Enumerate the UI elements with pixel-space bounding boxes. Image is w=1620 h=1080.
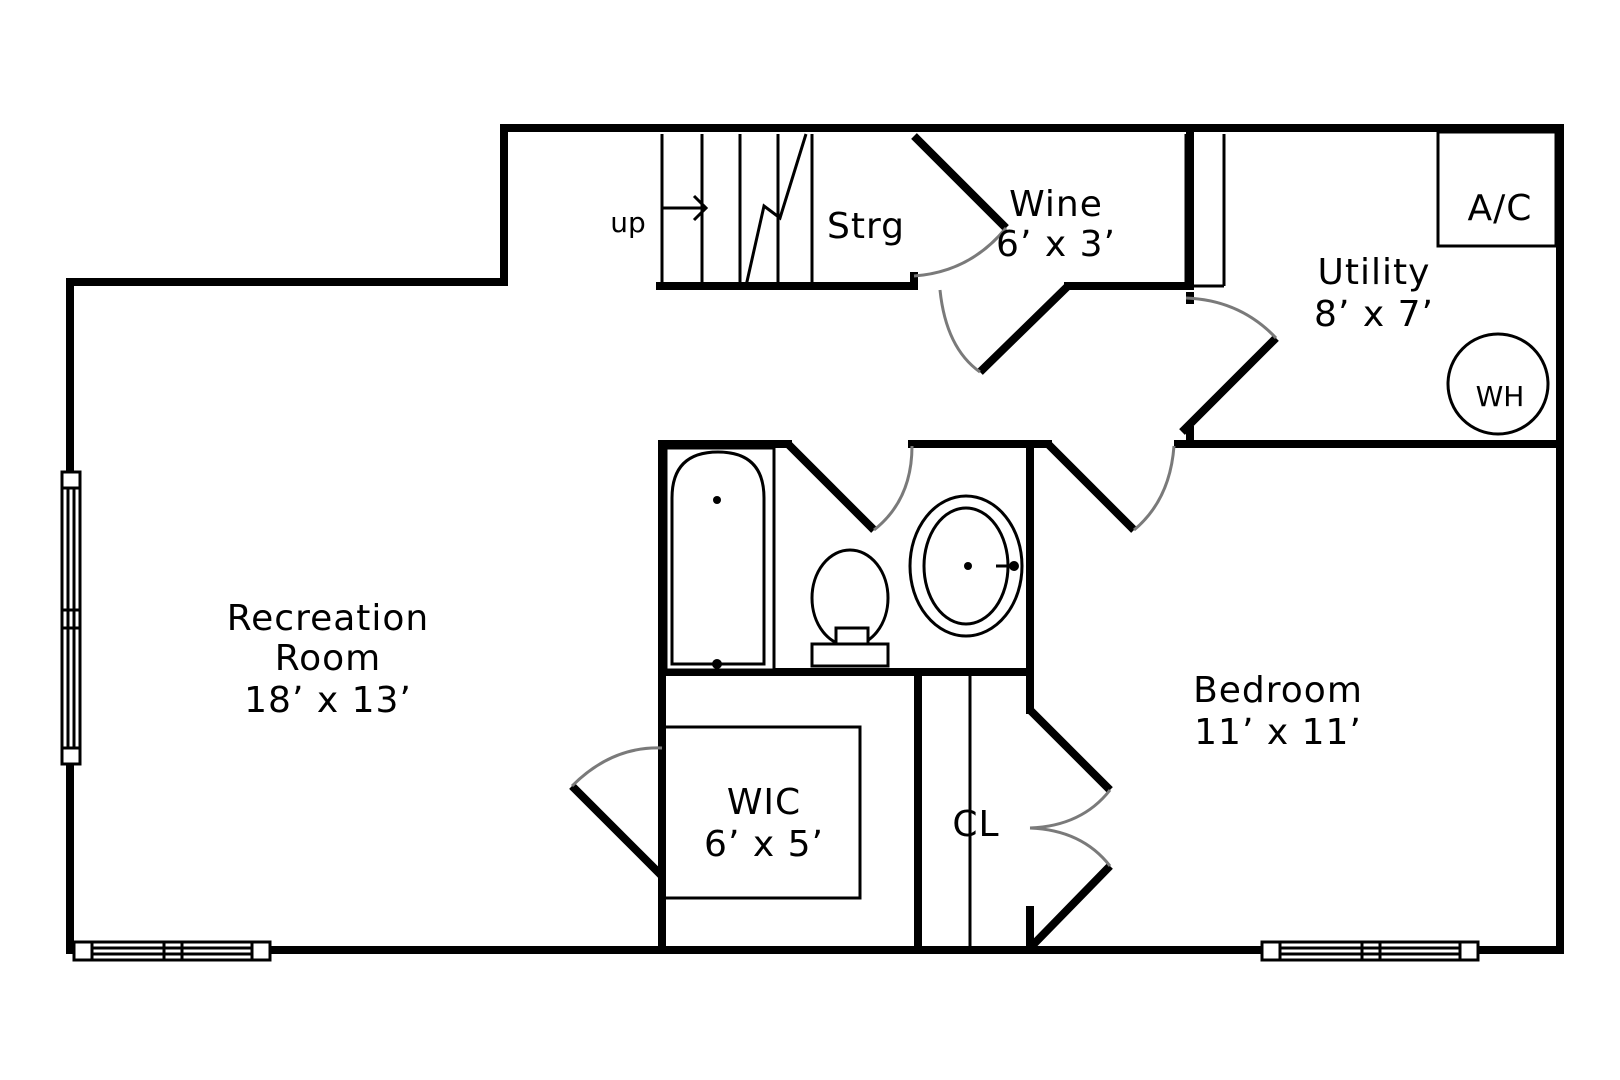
recreation-room-name-line2: Room <box>275 638 382 679</box>
bedroom-size: 11’ x 11’ <box>1194 712 1362 753</box>
ac-label: A/C <box>1468 188 1533 229</box>
storage-name: Strg <box>827 206 905 247</box>
closet-name: CL <box>952 804 999 845</box>
window-south-bed <box>1260 940 1480 962</box>
doors <box>569 133 1279 951</box>
water-heater <box>1446 332 1550 436</box>
utility-name: Utility <box>1318 252 1431 293</box>
bathtub <box>664 446 776 672</box>
ac-unit <box>1436 130 1558 248</box>
exterior-walls <box>66 124 1564 954</box>
stair-flight <box>660 133 814 287</box>
storage-partitions <box>810 134 1226 288</box>
window-south-rec <box>72 940 272 962</box>
recreation-room-size: 18’ x 13’ <box>244 680 412 721</box>
bedroom-name: Bedroom <box>1193 670 1363 711</box>
stairs-up-label: up <box>610 206 646 239</box>
wic-shelf <box>664 725 862 900</box>
wic-name: WIC <box>727 782 801 823</box>
wine-name: Wine <box>1009 184 1103 225</box>
sink <box>908 494 1024 638</box>
utility-size: 8’ x 7’ <box>1314 294 1434 335</box>
water-heater-label: WH <box>1476 380 1525 413</box>
recreation-room-name-line1: Recreation <box>227 598 430 639</box>
wic-size: 6’ x 5’ <box>704 824 824 865</box>
window-west <box>60 470 82 766</box>
toilet <box>810 548 890 668</box>
wine-size: 6’ x 3’ <box>996 224 1116 265</box>
